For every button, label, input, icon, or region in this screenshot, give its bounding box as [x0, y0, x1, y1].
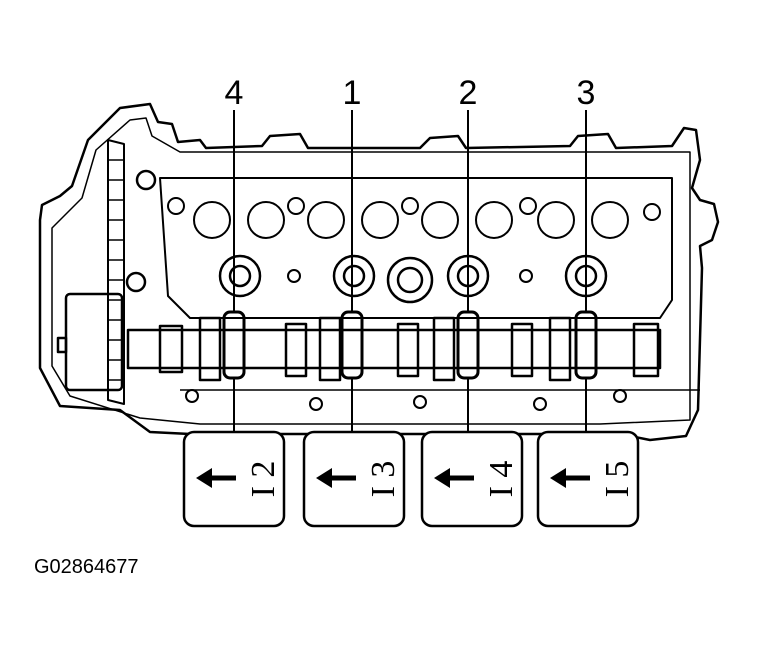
- valve-ports: [193, 201, 629, 239]
- callout-number: 3: [577, 74, 596, 112]
- front-arrow-icon: [550, 468, 590, 488]
- chain-guide-bolt-2: [125, 271, 147, 293]
- front-arrow-icon: [196, 468, 236, 488]
- head-casting: [159, 177, 673, 319]
- callout-number: 1: [343, 74, 362, 112]
- timing-chain: [107, 139, 125, 405]
- cap-marking-text: I 2: [245, 461, 282, 498]
- chain-guide-bolt: [135, 169, 157, 191]
- callout-number: 2: [459, 74, 478, 112]
- cap-marking-text: I 5: [599, 461, 636, 498]
- front-arrow-icon: [434, 468, 474, 488]
- front-arrow-icon: [316, 468, 356, 488]
- callout-number: 4: [225, 74, 244, 112]
- head-bolt-holes: [167, 197, 661, 283]
- vvt-actuator: [64, 292, 124, 392]
- marking-leaders: [233, 378, 587, 432]
- cap-marking-box: I 5: [536, 430, 640, 528]
- cylinder-head-outline: [38, 102, 720, 442]
- cap-marking-box: I 3: [302, 430, 406, 528]
- camshaft: [126, 316, 662, 382]
- cap-marking-box: I 2: [182, 430, 286, 528]
- figure-id: G02864677: [34, 556, 139, 578]
- cap-marking-text: I 4: [483, 461, 520, 498]
- cylinder-head-inner-outline: [51, 117, 691, 425]
- cap-marking-box: I 4: [420, 430, 524, 528]
- cap-marking-text: I 3: [365, 461, 402, 498]
- callout-leaders: [233, 110, 587, 312]
- spark-plug-holes: [218, 254, 608, 304]
